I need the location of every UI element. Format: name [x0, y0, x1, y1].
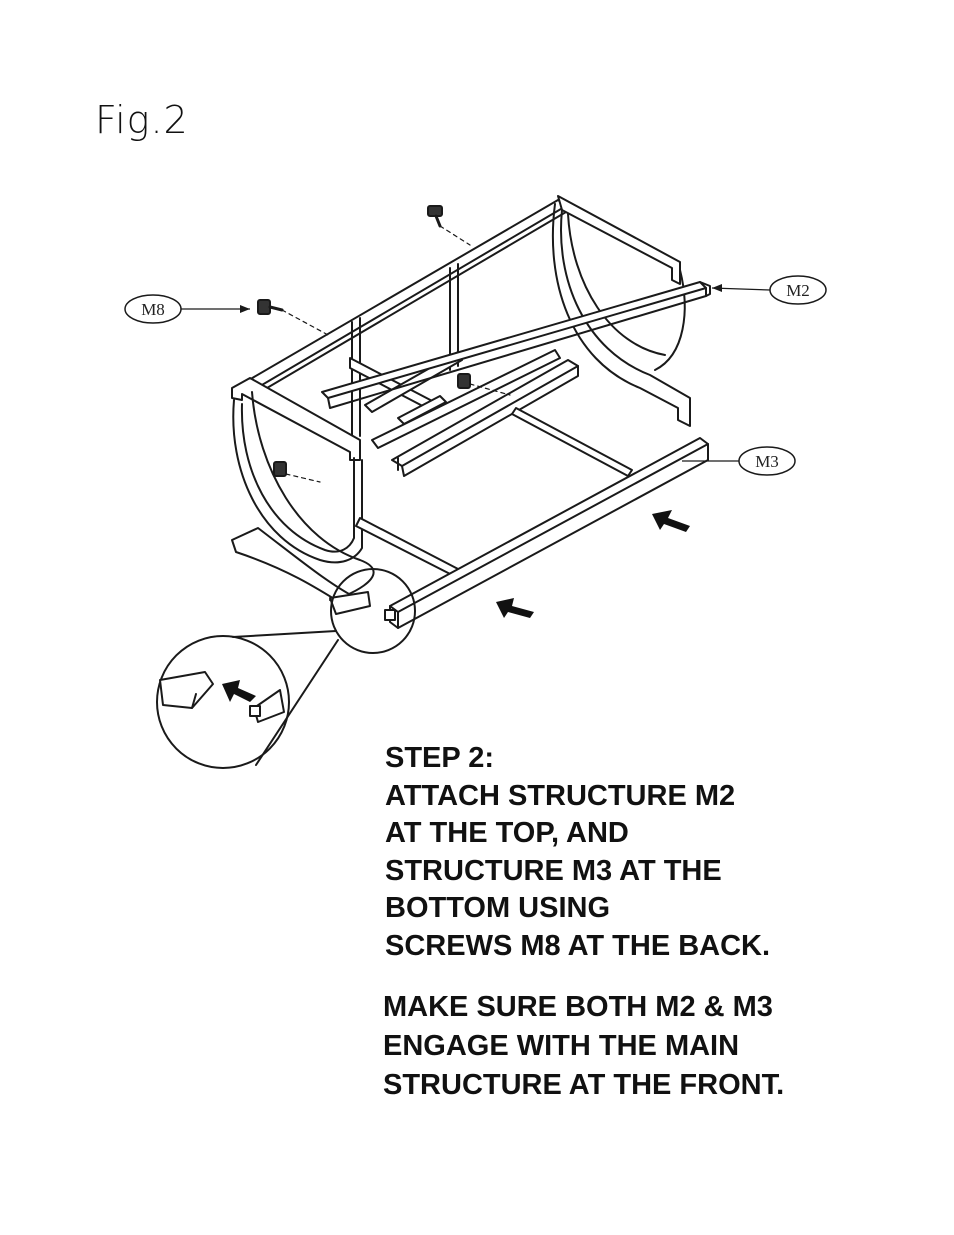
- callout-m3-label: M3: [755, 452, 779, 471]
- front-left-frame: [231, 377, 375, 615]
- push-arrows: [222, 510, 690, 702]
- arrow-detail-icon: [222, 680, 256, 702]
- lower-back-rail: [391, 359, 579, 477]
- arrow-bottom-icon: [496, 598, 534, 618]
- callout-m3: M3: [682, 446, 796, 476]
- step-instructions: STEP 2: ATTACH STRUCTURE M2 AT THE TOP, …: [385, 740, 770, 965]
- callout-m2-label: M2: [786, 281, 810, 300]
- step-heading: STEP 2:: [385, 742, 495, 774]
- note-line: MAKE SURE BOTH M2 & M3: [383, 991, 773, 1023]
- note-line: ENGAGE WITH THE MAIN: [383, 1030, 740, 1062]
- callout-m8-label: M8: [141, 300, 165, 319]
- screw-top: [427, 205, 443, 228]
- screw-bottom: [273, 461, 287, 477]
- callout-m2: M2: [711, 275, 827, 305]
- m3-rail: [384, 437, 709, 629]
- note-line: STRUCTURE AT THE FRONT.: [383, 1069, 785, 1101]
- step-line: BOTTOM USING: [385, 892, 611, 924]
- screw-middle: [457, 373, 471, 389]
- step-line: SCREWS M8 AT THE BACK.: [385, 929, 771, 962]
- step-line: ATTACH STRUCTURE M2: [385, 779, 736, 812]
- step-line: STRUCTURE M3 AT THE: [385, 854, 722, 887]
- figure-title: Fig.2: [95, 98, 189, 142]
- detail-circle: [156, 568, 416, 769]
- m2-rail: [321, 281, 711, 409]
- back-posts: [351, 263, 459, 441]
- step-line: AT THE TOP, AND: [385, 817, 629, 849]
- assembly-note: MAKE SURE BOTH M2 & M3 ENGAGE WITH THE M…: [383, 988, 784, 1105]
- center-brace: [349, 349, 561, 449]
- callout-m8: M8: [124, 294, 250, 324]
- back-right-frame: [551, 195, 691, 427]
- arrow-top-icon: [652, 510, 690, 532]
- screw-guide-lines: [281, 225, 511, 483]
- screw-left: [257, 299, 284, 315]
